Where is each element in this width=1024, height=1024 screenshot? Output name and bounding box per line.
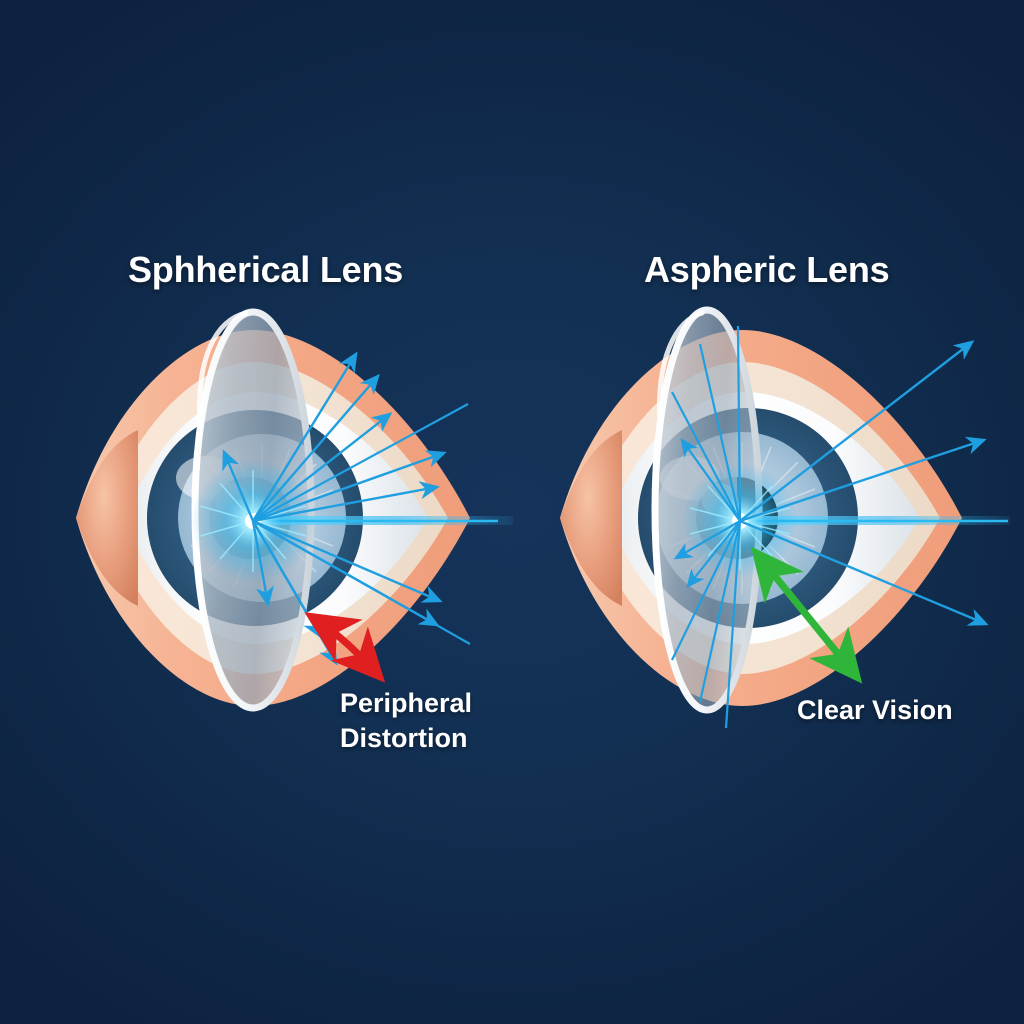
aspheric-inner-arrow-rays [673,437,741,589]
clear-vision-arrow [750,546,863,684]
aspheric-incoming-rays [671,325,742,729]
spherical-lens-title: Sphherical Lens [128,249,404,290]
clear-arrow-head-upper [750,546,859,679]
lens-specular [656,310,705,427]
lens-specular [196,310,249,427]
distortion-arrow-head-upper [304,612,382,679]
caruncle [76,430,138,606]
caruncle [560,430,622,606]
clear-vision-label: Clear Vision [797,695,953,725]
spherical-long-rays [252,403,471,645]
aspheric-lens-title: Aspheric Lens [644,249,890,290]
peripheral-distortion-label: Peripheral Distortion [340,688,473,753]
aspheric-outgoing-rays [739,340,989,626]
peripheral-distortion-arrow [304,612,386,683]
